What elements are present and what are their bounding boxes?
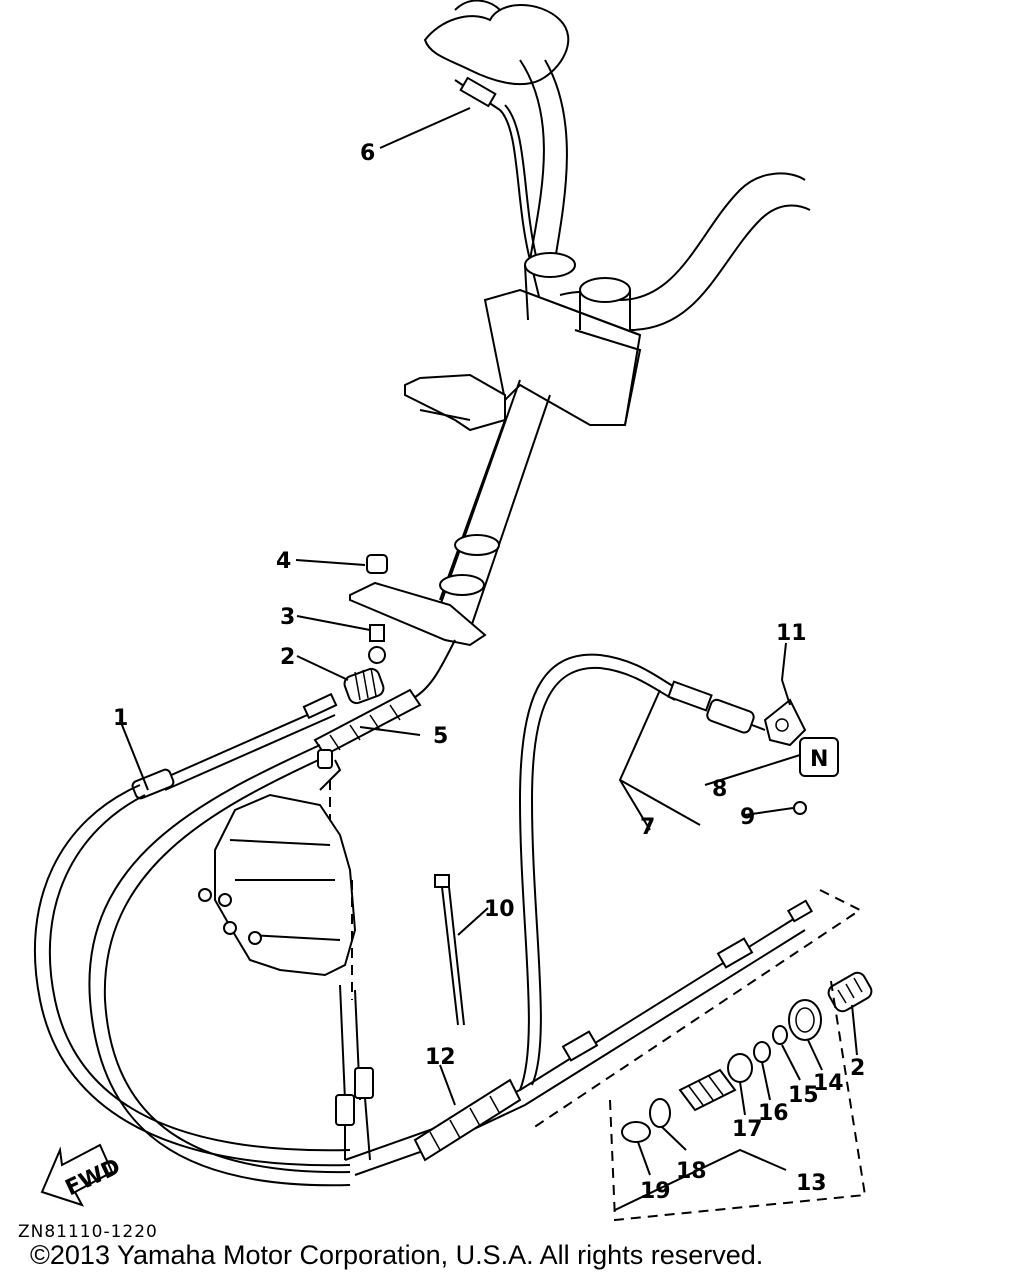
callout-15: 15: [788, 1083, 819, 1108]
copyright-notice: ©2013 Yamaha Motor Corporation, U.S.A. A…: [30, 1240, 764, 1270]
callout-2-right: 2: [850, 1056, 865, 1081]
steering-cable: [33, 639, 456, 1187]
neutral-switch-assembly: N: [667, 679, 839, 815]
callout-labels: 1 2 3 4 5 6 7 8 9 10 11 12 13 14 15 16 1…: [113, 141, 865, 1204]
neutral-tag-letter: N: [810, 747, 828, 772]
drawing-code: ZN81110-1220: [18, 1222, 158, 1242]
callout-1: 1: [113, 706, 128, 731]
callout-5: 5: [433, 724, 448, 749]
callout-13: 13: [796, 1171, 827, 1196]
callout-12: 12: [425, 1045, 456, 1070]
callout-7: 7: [640, 815, 655, 840]
callout-11: 11: [776, 621, 807, 646]
callout-2: 2: [280, 645, 295, 670]
kit-parts-13: [621, 971, 873, 1143]
callout-19: 19: [640, 1179, 671, 1204]
grommet-part-2: [343, 667, 385, 705]
cable-tie-part-10: [434, 874, 465, 1026]
callout-16: 16: [758, 1101, 789, 1126]
callout-3: 3: [280, 605, 295, 630]
callout-8: 8: [712, 777, 727, 802]
steering-bracket: [404, 373, 506, 432]
callout-10: 10: [484, 897, 515, 922]
cable-part-12: [344, 653, 814, 1176]
callout-14: 14: [813, 1071, 844, 1096]
fwd-arrow: FWD: [40, 1143, 124, 1207]
engine-block: [198, 749, 357, 1000]
throttle-cable-upper: [454, 76, 546, 331]
steering-clamp-block: [483, 252, 642, 426]
bolt-part-3: [368, 624, 386, 664]
callout-6: 6: [360, 141, 375, 166]
callout-17: 17: [732, 1117, 763, 1142]
leader-lines: [119, 107, 858, 1211]
steering-column: [434, 379, 551, 631]
kit-dashed-boxes: [529, 889, 867, 1222]
handlebar: [559, 172, 811, 331]
callout-9: 9: [740, 805, 755, 830]
mounting-plate: [349, 554, 487, 647]
engine-cable-ends: [335, 984, 374, 1161]
steering-handle-top: [423, 0, 570, 261]
callout-4: 4: [276, 549, 291, 574]
callout-18: 18: [676, 1159, 707, 1184]
